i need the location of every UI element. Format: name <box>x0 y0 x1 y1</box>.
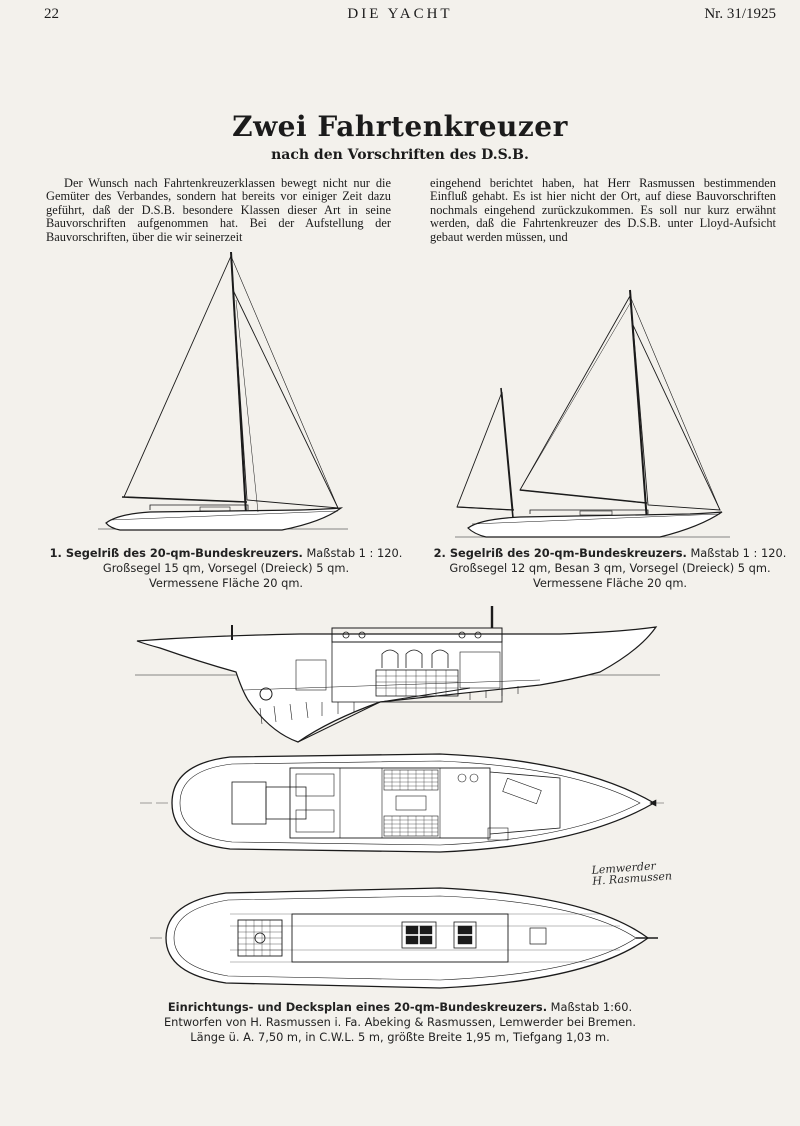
caption-3-scale: Maßstab 1:60. <box>550 1000 633 1014</box>
caption-2-sails: Großsegel 12 qm, Besan 3 qm, Vorsegel (D… <box>449 561 771 575</box>
paragraph-left: Der Wunsch nach Fahrtenkreuzerklassen be… <box>46 176 391 244</box>
caption-3-designer: Entworfen von H. Rasmussen i. Fa. Abekin… <box>163 1015 637 1029</box>
caption-3-title: Einrichtungs- und Decksplan eines 20-qm-… <box>167 1000 548 1014</box>
caption-1-title: 1. Segelriß des 20-qm-Bundeskreuzers. <box>49 546 303 560</box>
caption-2-scale: Maßstab 1 : 120. <box>690 546 787 560</box>
interior-plan-drawing <box>140 753 668 853</box>
text-column-right: eingehend berichtet haben, hat Herr Rasm… <box>430 176 776 244</box>
journal-title: DIE YACHT <box>347 6 453 22</box>
text-column-left: Der Wunsch nach Fahrtenkreuzerklassen be… <box>46 176 391 244</box>
caption-1-area: Vermessene Fläche 20 qm. <box>148 576 304 590</box>
caption-1-sails: Großsegel 15 qm, Vorsegel (Dreieck) 5 qm… <box>102 561 350 575</box>
sail-plan-2-drawing <box>455 289 730 538</box>
article-subtitle: nach den Vorschriften des D.S.B. <box>271 147 529 163</box>
sail-plan-1-drawing <box>98 251 348 531</box>
caption-figure-3: Einrichtungs- und Decksplan eines 20-qm-… <box>150 1000 650 1045</box>
caption-2-title: 2. Segelriß des 20-qm-Bundeskreuzers. <box>433 546 687 560</box>
issue-number: Nr. 31/1925 <box>704 6 776 22</box>
article-title: Zwei Fahrtenkreuzer <box>232 110 568 143</box>
paragraph-right: eingehend berichtet haben, hat Herr Rasm… <box>430 176 776 244</box>
page-number: 22 <box>44 6 59 22</box>
interior-profile-drawing <box>135 606 660 743</box>
caption-figure-1: 1. Segelriß des 20-qm-Bundeskreuzers. Ma… <box>46 546 406 591</box>
caption-1-scale: Maßstab 1 : 120. <box>306 546 403 560</box>
caption-3-dimensions: Länge ü. A. 7,50 m, in C.W.L. 5 m, größt… <box>190 1030 610 1044</box>
caption-figure-2: 2. Segelriß des 20-qm-Bundeskreuzers. Ma… <box>430 546 790 591</box>
deck-plan-drawing <box>150 887 660 989</box>
caption-2-area: Vermessene Fläche 20 qm. <box>532 576 688 590</box>
